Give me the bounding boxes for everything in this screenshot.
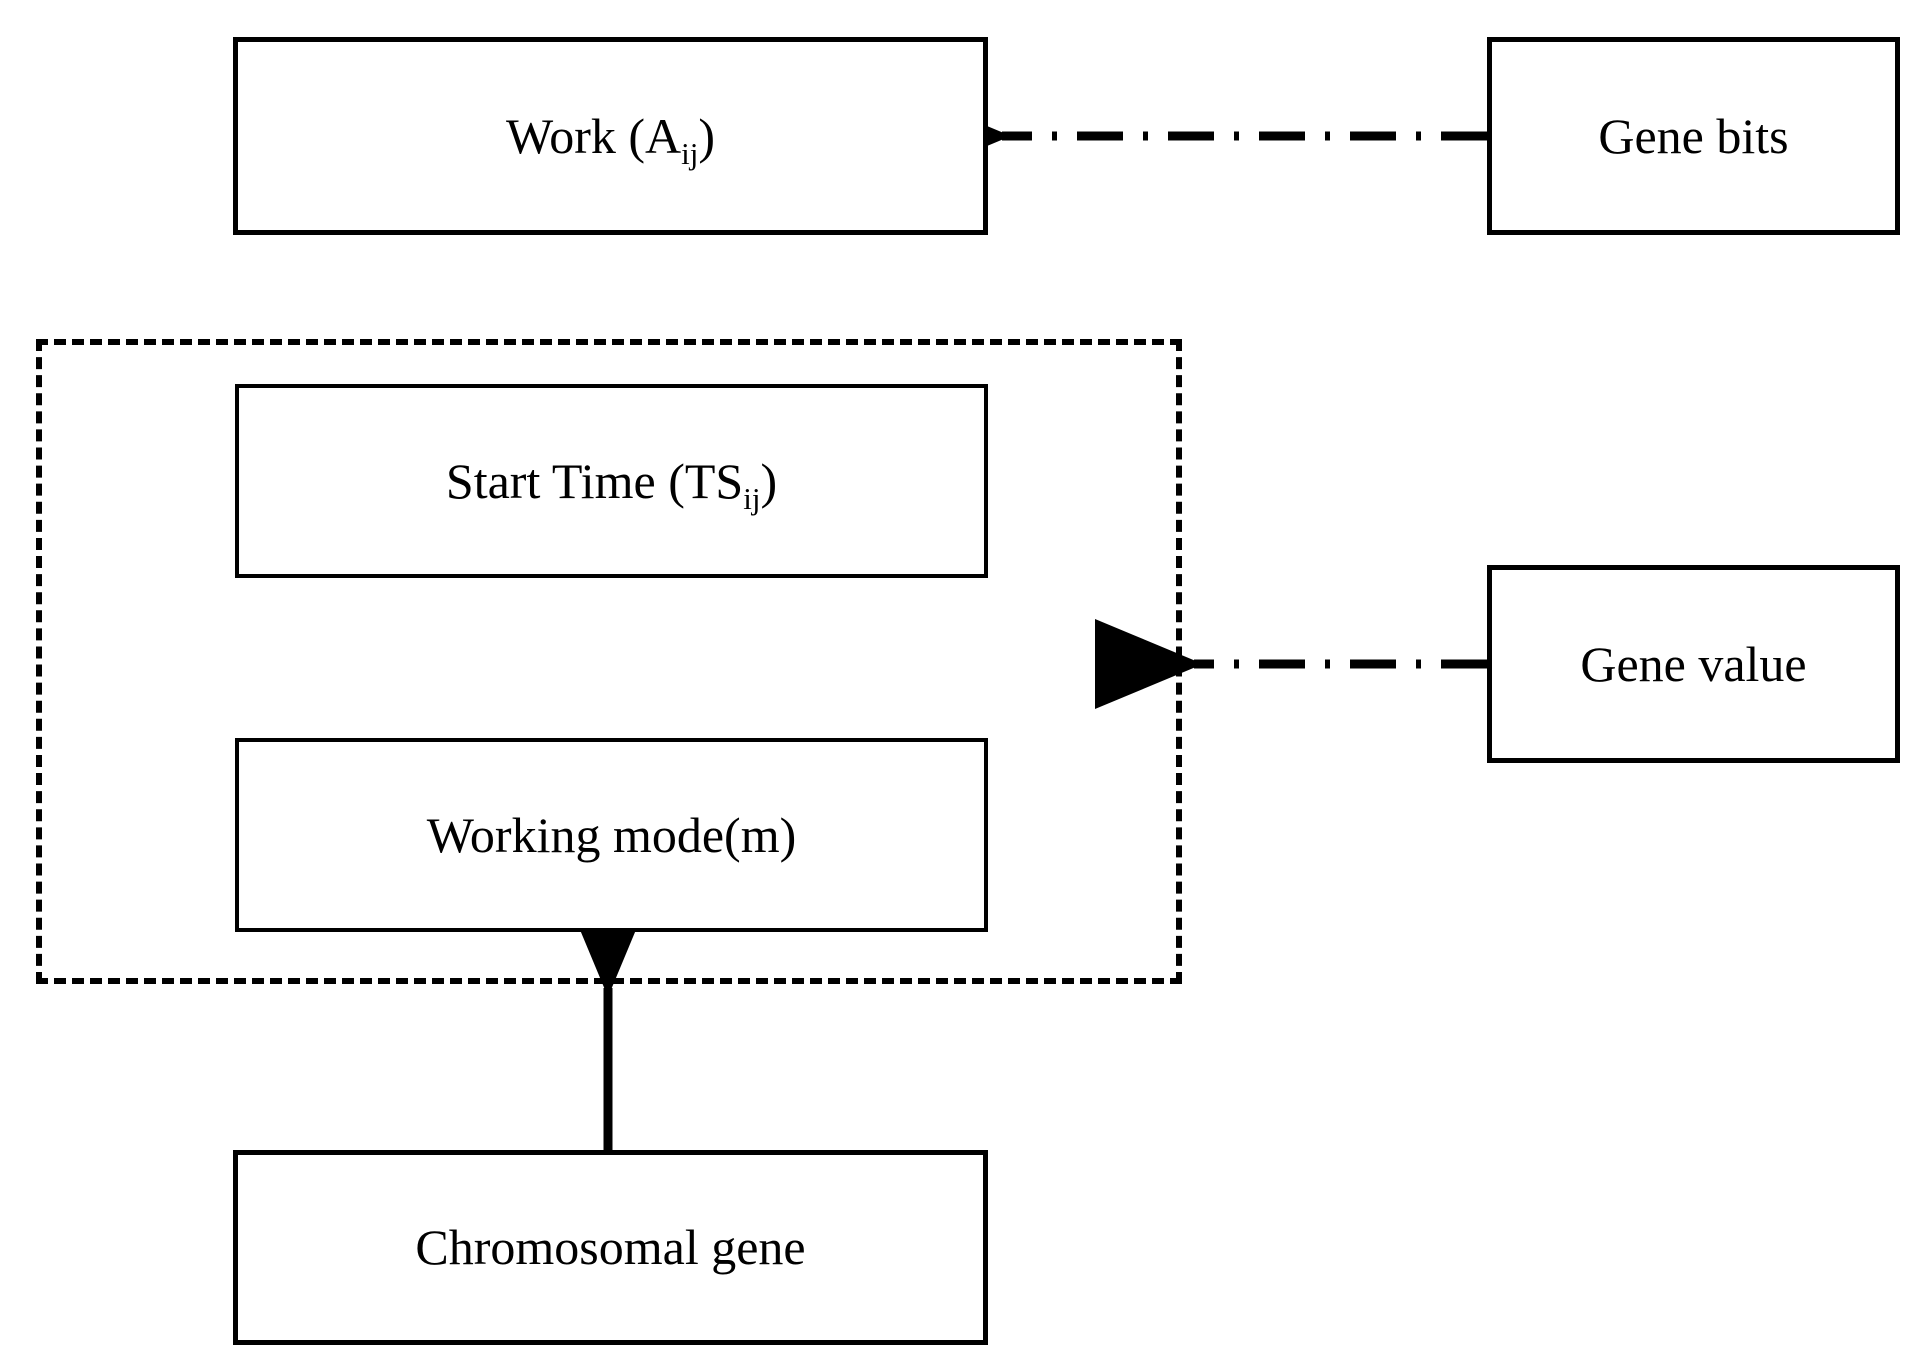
working-mode-box[interactable]: Working mode(m) [235, 738, 988, 932]
work-box-label: Work (Aij) [506, 107, 715, 171]
gene-value-box-label: Gene value [1580, 635, 1807, 692]
gene-bits-box[interactable]: Gene bits [1487, 37, 1900, 235]
working-mode-box-label: Working mode(m) [426, 806, 797, 863]
gene-bits-box-label: Gene bits [1598, 107, 1789, 164]
chromosomal-gene-box[interactable]: Chromosomal gene [233, 1150, 988, 1345]
chromosomal-gene-box-label: Chromosomal gene [415, 1219, 806, 1275]
start-time-box[interactable]: Start Time (TSij) [235, 384, 988, 578]
work-box[interactable]: Work (Aij) [233, 37, 988, 235]
start-time-box-label: Start Time (TSij) [445, 452, 778, 516]
gene-value-box[interactable]: Gene value [1487, 565, 1900, 763]
